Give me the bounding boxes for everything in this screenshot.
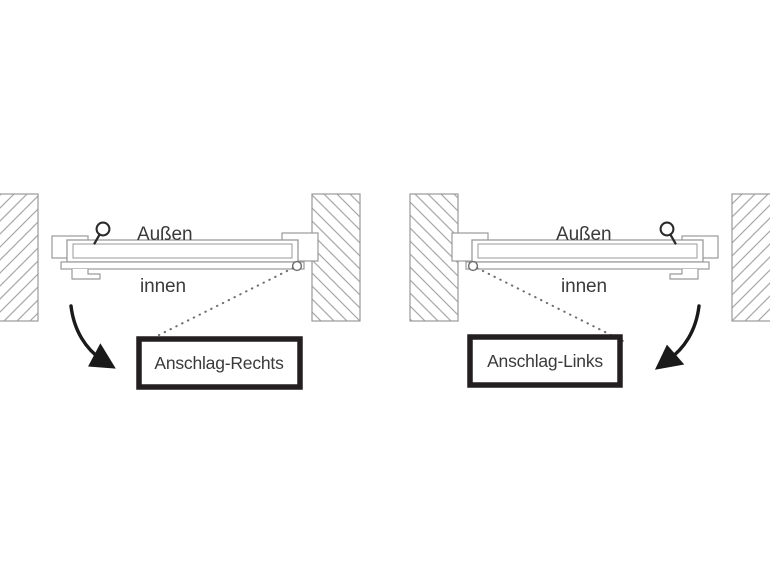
label-innen: innen <box>561 276 607 297</box>
swing-arrow <box>69 304 116 369</box>
callout-box-anschlag-links[interactable]: Anschlag-Links <box>467 334 623 388</box>
diagram-anschlag-rechts: Außen innen Anschlag-Rechts <box>0 193 361 390</box>
callout-label: Anschlag-Rechts <box>154 353 284 373</box>
diagram-anschlag-links: Außen innen Anschlag-Links <box>409 193 770 388</box>
swing-arrow <box>654 304 701 370</box>
wall-block-right <box>731 193 770 322</box>
leader-line <box>476 267 628 344</box>
hinge-pivot-icon <box>467 260 479 272</box>
latch-tab <box>71 269 101 280</box>
door-bottom-rail <box>465 261 710 270</box>
wall-block-right <box>311 193 361 322</box>
callout-box-anschlag-rechts[interactable]: Anschlag-Rechts <box>136 336 303 390</box>
leader-line <box>142 267 294 344</box>
door-leaf <box>471 239 704 263</box>
label-aussen: Außen <box>137 224 192 245</box>
callout-label: Anschlag-Links <box>487 351 603 371</box>
door-handle-icon <box>93 221 111 245</box>
wall-block-left <box>409 193 459 322</box>
hinge-pivot-icon <box>291 260 303 272</box>
label-innen: innen <box>140 276 186 297</box>
door-bottom-rail <box>60 261 305 270</box>
door-handle-icon <box>659 221 677 245</box>
wall-block-left <box>0 193 39 322</box>
label-aussen: Außen <box>556 224 611 245</box>
latch-tab <box>669 269 699 280</box>
